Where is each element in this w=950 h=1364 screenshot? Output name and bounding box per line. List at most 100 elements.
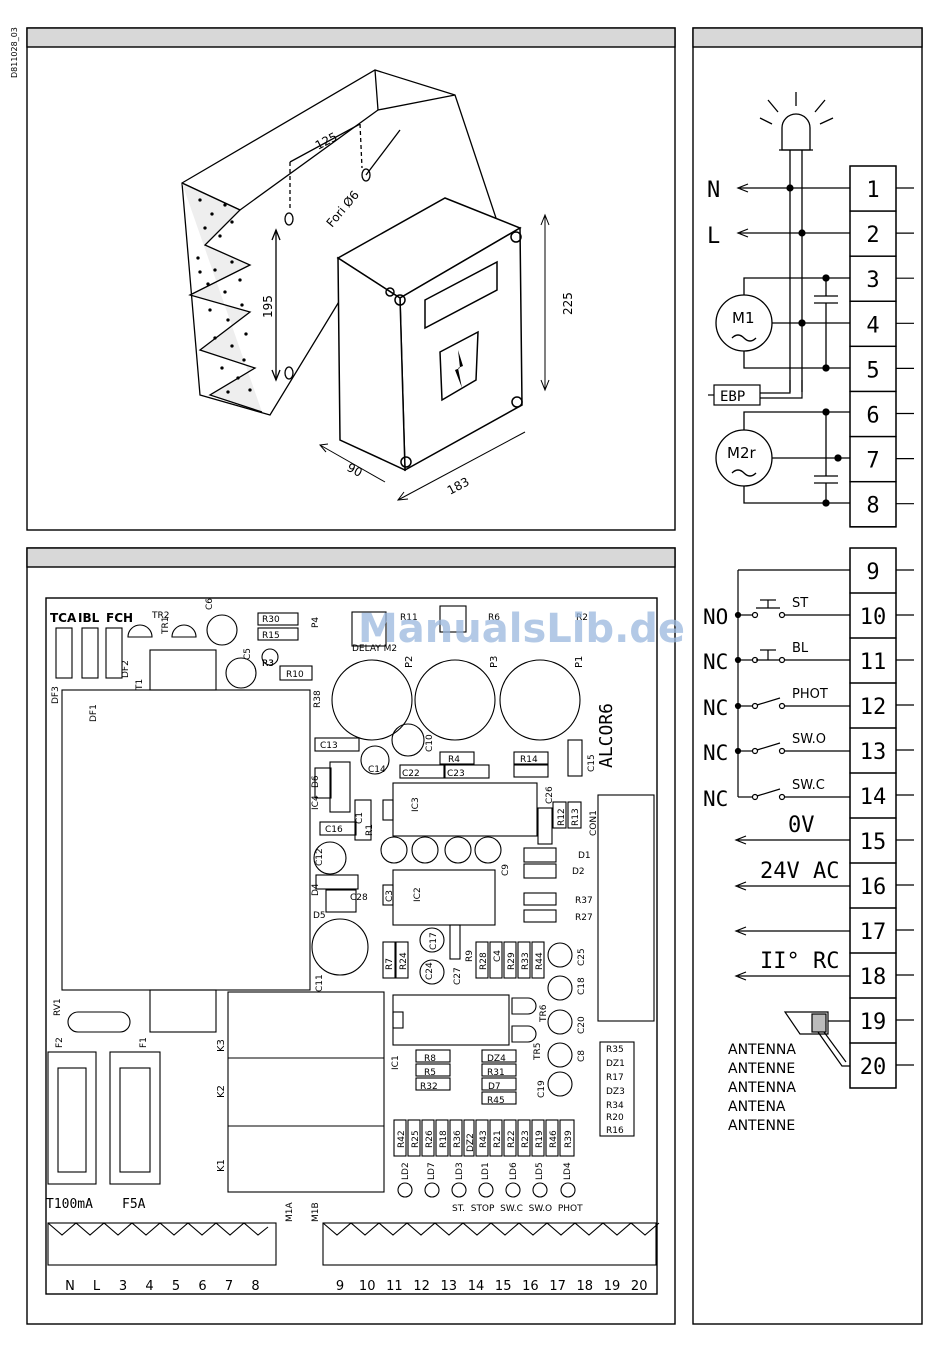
contact-state-label: NC bbox=[703, 741, 728, 765]
component-designator: D5 bbox=[313, 911, 326, 921]
led-labels: ST. STOP SW.C SW.O PHOT bbox=[452, 1204, 583, 1214]
component-designator: F1 bbox=[139, 1037, 149, 1048]
board-terminal-b-label: 10 bbox=[359, 1279, 376, 1294]
relay-k2: K2 bbox=[216, 1085, 227, 1098]
component-designator: R26 bbox=[425, 1130, 435, 1148]
component-designator: R6 bbox=[488, 613, 500, 623]
wiring-terminal-label: 6 bbox=[866, 404, 879, 429]
relay-k1: K1 bbox=[216, 1159, 227, 1172]
antenna-label: ANTENNA bbox=[728, 1080, 796, 1096]
second-rc-label: II° RC bbox=[760, 949, 839, 974]
board-terminal-b-label: 15 bbox=[495, 1279, 512, 1294]
component-designator: R12 bbox=[557, 808, 567, 826]
wall-drawing bbox=[181, 69, 501, 416]
component-designator: TR2 bbox=[151, 611, 169, 621]
component-designator: R32 bbox=[420, 1082, 438, 1092]
component-designator: R30 bbox=[262, 615, 280, 625]
component-designator: C19 bbox=[537, 1080, 547, 1098]
wiring-terminal-12: 12 bbox=[849, 682, 914, 729]
wiring-terminal-15: 15 bbox=[849, 817, 914, 864]
wiring-terminal-10: 10 bbox=[849, 592, 914, 639]
antenna-label: ANTENNE bbox=[728, 1061, 795, 1077]
component-designator: R17 bbox=[606, 1073, 624, 1083]
component-designator: C24 bbox=[425, 962, 435, 980]
component-designator: LD1 bbox=[481, 1162, 491, 1180]
component-designator: C20 bbox=[577, 1016, 587, 1034]
component-designator: TR6 bbox=[539, 1004, 549, 1023]
wiring-terminal-label: 18 bbox=[860, 965, 887, 990]
wiring-terminal-label: 11 bbox=[860, 650, 887, 675]
wiring-terminal-label: 13 bbox=[860, 740, 887, 765]
board-terminal-a-label: 7 bbox=[225, 1279, 233, 1294]
component-designator: D1 bbox=[578, 851, 591, 861]
trimmer-p3: P3 bbox=[489, 656, 500, 668]
component-designator: C4 bbox=[493, 950, 503, 962]
component-designator: DZ4 bbox=[487, 1054, 506, 1064]
component-designator: IC2 bbox=[413, 887, 423, 902]
board-terminal-a-label: L bbox=[93, 1279, 101, 1294]
pcb-outline bbox=[45, 597, 658, 1295]
component-designator: R11 bbox=[400, 613, 418, 623]
component-designator: R38 bbox=[313, 690, 323, 708]
contact-state-label: NC bbox=[703, 696, 728, 720]
wiring-terminal-label: 8 bbox=[866, 494, 879, 519]
component-designator: R8 bbox=[424, 1054, 436, 1064]
dim-195: 195 bbox=[261, 295, 275, 318]
component-designator: C3 bbox=[385, 890, 395, 902]
ebp-label: EBP bbox=[720, 389, 745, 405]
wiring-terminal-20: 20 bbox=[849, 1042, 914, 1089]
wiring-terminal-5: 5 bbox=[849, 345, 914, 393]
component-designator: LD2 bbox=[401, 1162, 411, 1180]
component-designator: R22 bbox=[507, 1130, 517, 1148]
relay-k3: K3 bbox=[216, 1039, 227, 1052]
component-designator: R29 bbox=[507, 952, 517, 970]
component-designator: R46 bbox=[549, 1130, 559, 1148]
wiring-terminal-14: 14 bbox=[849, 772, 914, 819]
component-designator: R39 bbox=[564, 1130, 574, 1148]
wiring-terminal-label: 4 bbox=[866, 313, 879, 338]
component-designator: DZ1 bbox=[606, 1059, 625, 1069]
component-designator: R37 bbox=[575, 896, 593, 906]
fuse-label-2: F5A bbox=[122, 1197, 146, 1212]
component-designator: R2 bbox=[576, 613, 588, 623]
board-name: ALCOR6 bbox=[596, 703, 617, 768]
component-designator: C6 bbox=[205, 598, 215, 610]
component-designator: DF2 bbox=[121, 660, 131, 678]
pcb-drawing bbox=[47, 605, 660, 1266]
component-designator: T1 bbox=[135, 679, 145, 691]
component-designator: R13 bbox=[571, 808, 581, 826]
component-designator: D7 bbox=[488, 1082, 501, 1092]
antenna-label: ANTENA bbox=[728, 1099, 786, 1115]
component-designator: LD4 bbox=[563, 1162, 573, 1180]
wiring-terminal-16: 16 bbox=[849, 862, 914, 909]
component-designator: C14 bbox=[368, 765, 386, 775]
zero-volt-label: 0V bbox=[788, 813, 815, 838]
component-designator: DF3 bbox=[51, 686, 61, 704]
wiring-terminal-8: 8 bbox=[849, 481, 914, 528]
ebp-block bbox=[708, 380, 803, 406]
contact-name-label: SW.O bbox=[792, 732, 826, 747]
wiring-terminal-17: 17 bbox=[849, 907, 914, 954]
antenna-icon bbox=[783, 1011, 850, 1067]
board-terminal-b-label: 14 bbox=[468, 1279, 485, 1294]
header-label-tca: TCA bbox=[50, 611, 77, 625]
wiring-terminal-13: 13 bbox=[849, 727, 914, 774]
board-panel-header bbox=[26, 547, 676, 568]
component-designator: R36 bbox=[453, 1130, 463, 1148]
wiring-terminal-label: 15 bbox=[860, 830, 887, 855]
wiring-terminal-3: 3 bbox=[849, 255, 914, 302]
board-terminal-a-label: N bbox=[65, 1279, 75, 1294]
block-a-name: M1A bbox=[285, 1202, 295, 1222]
contact-name-label: PHOT bbox=[792, 687, 828, 702]
component-designator: C10 bbox=[425, 734, 435, 752]
component-designator: R4 bbox=[448, 755, 460, 765]
component-designator: TR1 bbox=[161, 617, 171, 635]
component-designator: C23 bbox=[447, 769, 465, 779]
contacts-wiring bbox=[734, 569, 850, 801]
antenna-label: ANTENNA bbox=[728, 1042, 796, 1058]
wiring-terminal-label: 17 bbox=[860, 920, 887, 945]
component-designator: R7 bbox=[385, 958, 395, 970]
component-designator: LD7 bbox=[427, 1162, 437, 1180]
component-designator: R14 bbox=[520, 755, 538, 765]
